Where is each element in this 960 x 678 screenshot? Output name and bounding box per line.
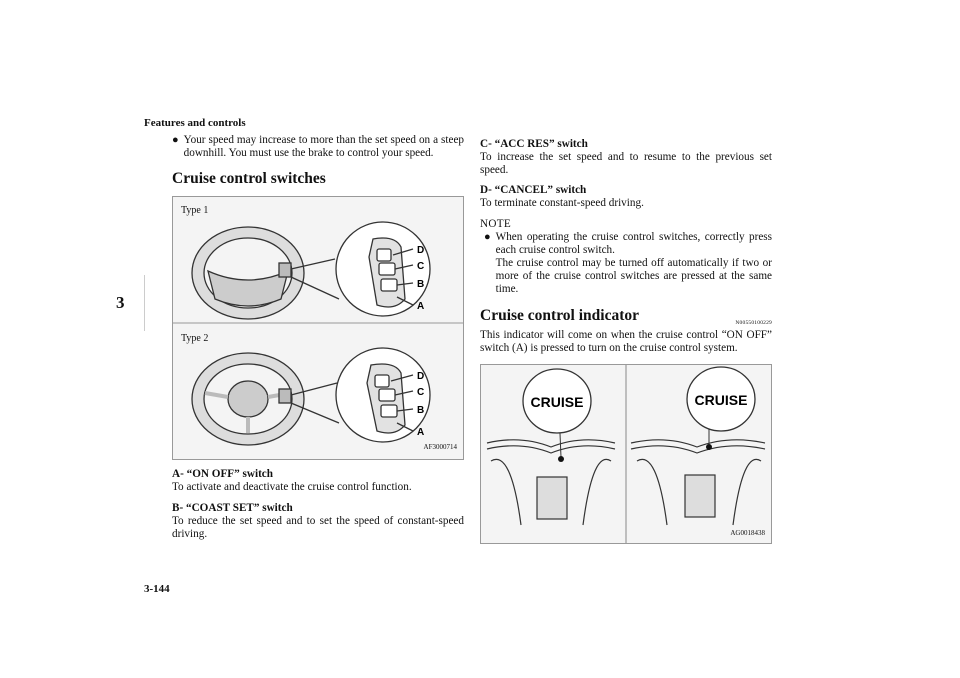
note-line-1: When operating the cruise control switch… [495,230,772,256]
left-column: ● Your speed may increase to more than t… [172,134,464,548]
note-block: NOTE ● When operating the cruise control… [480,218,772,297]
figure-code: AF3000714 [423,443,457,452]
type2-wheel-icon [191,352,305,447]
right-cruise-text: CRUISE [695,392,748,408]
type1-letter-a: A [417,301,424,312]
type1-wheel-icon [191,226,305,321]
type1-letter-d: D [417,245,424,256]
right-column: C- “ACC RES” switch To increase the set … [480,138,772,545]
switch-item-c: C- “ACC RES” switch To increase the set … [480,138,772,177]
switch-item-a: A- “ON OFF” switch To activate and deact… [172,468,412,494]
section-header: Features and controls [144,117,246,129]
indicator-heading: Cruise control indicator [480,306,640,324]
intro-bullet-text: Your speed may increase to more than the… [183,134,464,160]
type1-label: Type 1 [181,205,209,217]
indicator-text: This indicator will come on when the cru… [480,328,772,354]
switch-item-b: B- “COAST SET” switch To reduce the set … [172,501,464,540]
type2-letter-c: C [417,387,424,398]
left-cluster-icon [486,439,616,526]
type2-switch-zoom-icon [290,347,431,444]
indicator-ref-code: N00550100229 [735,319,772,326]
left-cruise-text: CRUISE [531,394,584,410]
switch-item-d: D- “CANCEL” switch To terminate constant… [480,184,644,210]
note-label: NOTE [480,217,512,230]
type2-letter-a: A [417,427,424,438]
indicator-figure-code: AG0018438 [730,529,765,538]
type1-letter-b: B [417,279,424,290]
switches-heading: Cruise control switches [172,170,326,188]
type2-letter-b: B [417,405,424,416]
indicator-figure: AG0018438 CRUISE [480,364,772,545]
bullet-icon: ● [484,230,491,243]
type2-letter-d: D [417,371,424,382]
left-cruise-callout-icon: CRUISE [522,368,592,463]
bullet-icon: ● [172,134,179,146]
right-cluster-icon [630,439,766,526]
intro-bullet: ● Your speed may increase to more than t… [172,134,464,160]
type1-switch-zoom-icon [290,221,431,318]
type1-letter-c: C [417,261,424,272]
page-number: 3-144 [144,583,170,595]
instrument-cluster-illustration: CRUISE CRUISE [486,365,766,544]
note-line-2: The cruise control may be turned off aut… [495,257,772,296]
switches-figure: Type 1 Type 2 AF3000714 [172,196,464,461]
chapter-tab: 3 [116,275,145,331]
type2-label: Type 2 [181,333,209,345]
steering-wheel-illustration: D C B A [173,221,463,447]
right-cruise-callout-icon: CRUISE [686,366,756,451]
